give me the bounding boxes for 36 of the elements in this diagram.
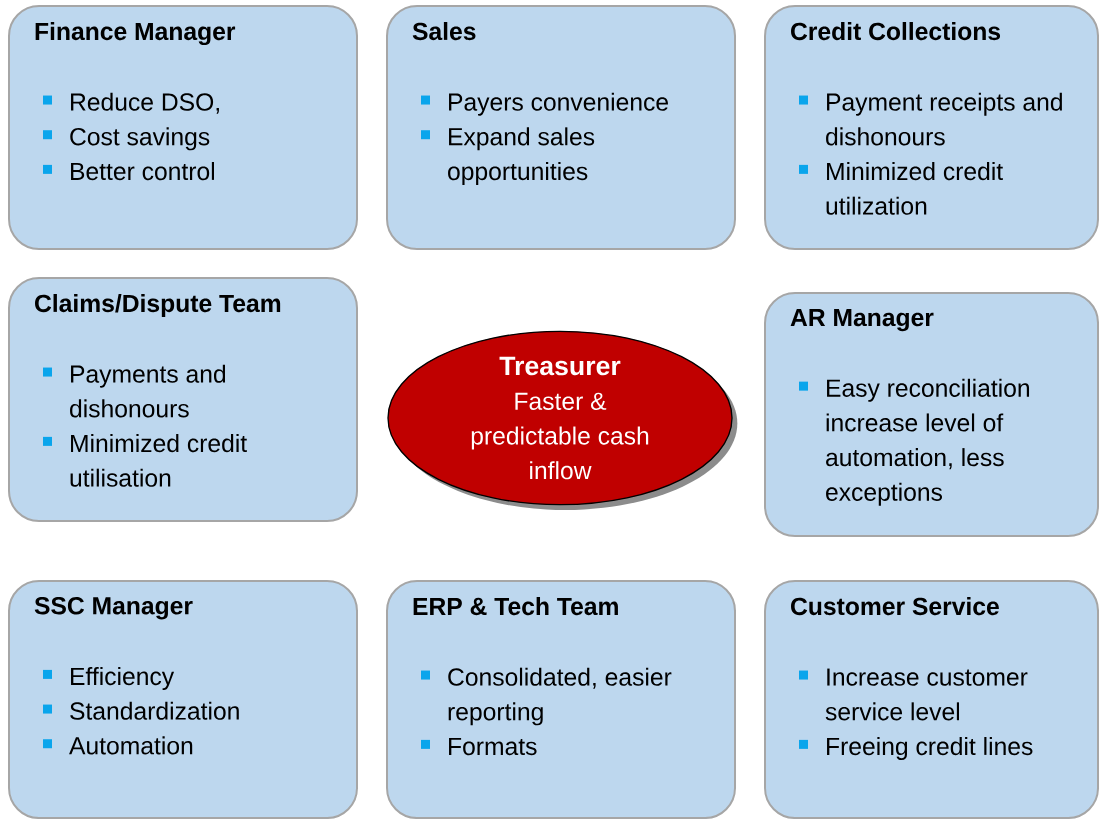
ellipse-text: Faster & predictable cash inflow bbox=[471, 392, 649, 480]
bullet-text: Easy reconciliation increase level of automation, less exceptions bbox=[826, 378, 1029, 506]
rounded-box bbox=[386, 5, 736, 250]
bullet-text: Expand sales opportunities bbox=[448, 127, 595, 185]
ellipse bbox=[387, 330, 738, 511]
box-heading: SSC Manager bbox=[34, 597, 193, 620]
bullet-text: Payers convenience bbox=[449, 92, 668, 116]
rounded-box bbox=[386, 580, 736, 819]
rounded-box bbox=[764, 5, 1099, 250]
rounded-box bbox=[8, 580, 358, 819]
rounded-box bbox=[764, 292, 1099, 537]
bullet-text: Consolidated, easier reporting bbox=[448, 667, 672, 726]
bullet-text: Automation bbox=[69, 736, 193, 755]
box-heading: AR Manager bbox=[790, 309, 934, 332]
box-heading: Sales bbox=[412, 22, 476, 41]
box-heading: Finance Manager bbox=[35, 22, 236, 46]
bullet-text: Payments and dishonours bbox=[70, 364, 226, 418]
box-heading: Credit Collections bbox=[791, 22, 1001, 41]
bullet-text: Standardization bbox=[70, 701, 239, 720]
rounded-box bbox=[8, 277, 358, 522]
bullet-text: Freeing credit lines bbox=[827, 737, 1033, 760]
bullet-text: Minimized credit utilization bbox=[826, 162, 1003, 215]
box-heading: ERP & Tech Team bbox=[413, 597, 618, 616]
box-heading: Claims/Dispute Team bbox=[35, 294, 281, 317]
bullet-text: Formats bbox=[449, 737, 537, 756]
bullet-text: Reduce DSO, bbox=[71, 92, 219, 114]
ellipse-heading: Treasurer bbox=[499, 356, 621, 376]
bullet-text: Better control bbox=[71, 162, 214, 181]
bullet-text: Increase customer service level bbox=[825, 668, 1028, 721]
rounded-box bbox=[8, 5, 358, 250]
bullet-text: Minimized credit utilisation bbox=[70, 434, 247, 487]
bullet-text: Efficiency bbox=[71, 667, 175, 690]
bullet-text: Cost savings bbox=[70, 127, 210, 151]
bullet-text: Payment receipts and dishonours bbox=[826, 92, 1062, 146]
rounded-box bbox=[764, 580, 1099, 819]
box-heading: Customer Service bbox=[791, 597, 999, 616]
